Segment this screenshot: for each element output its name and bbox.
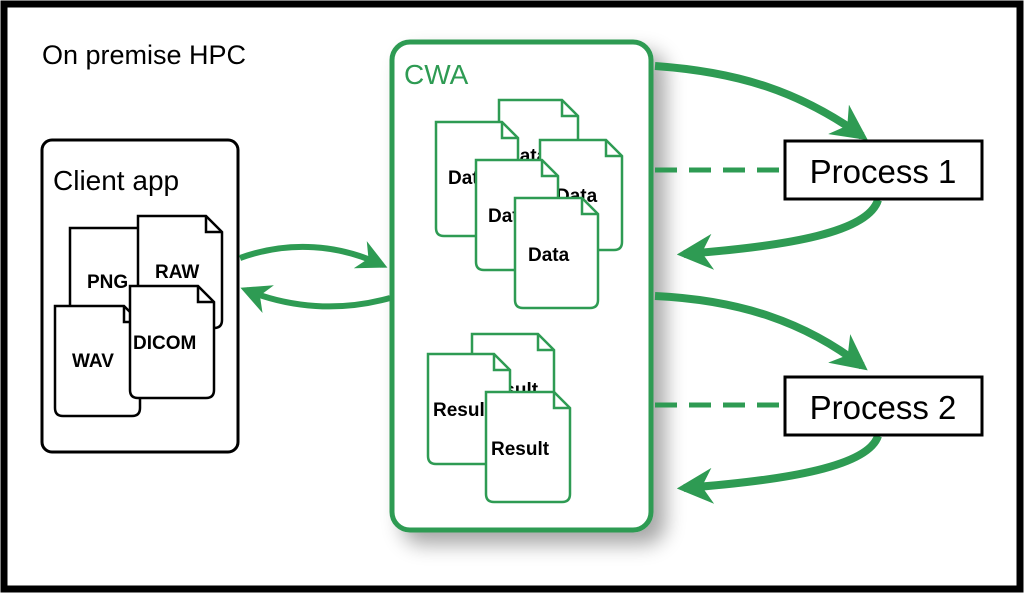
data-file-icon: Data bbox=[513, 196, 600, 310]
client-app-label: Client app bbox=[53, 165, 179, 196]
result-file-icon: Result bbox=[484, 390, 572, 504]
client-file-label: DICOM bbox=[133, 333, 196, 354]
process-1-box: Process 1 bbox=[783, 139, 984, 201]
client-file-icon: DICOM bbox=[128, 284, 216, 400]
client-file-label: PNG bbox=[87, 272, 128, 293]
result-file-label: Result bbox=[433, 400, 492, 421]
process1-to-cwa-arrow bbox=[676, 198, 882, 270]
cwa-to-process1-arrow bbox=[654, 62, 868, 141]
process-1-label: Process 1 bbox=[810, 153, 957, 190]
client-file-label: WAV bbox=[72, 351, 114, 372]
client-file-label: RAW bbox=[155, 262, 199, 283]
diagram-title: On premise HPC bbox=[42, 40, 246, 70]
cwa-label: CWA bbox=[404, 59, 469, 90]
data-file-label: Data bbox=[528, 245, 570, 266]
process-2-label: Process 2 bbox=[810, 389, 957, 426]
process-2-box: Process 2 bbox=[783, 375, 984, 437]
cwa-to-process2-arrow bbox=[654, 292, 868, 371]
process2-to-cwa-arrow bbox=[676, 434, 882, 504]
result-file-label: Result bbox=[491, 439, 550, 460]
client-to-cwa-arrow bbox=[238, 241, 388, 269]
cwa-to-client-arrow bbox=[240, 285, 391, 313]
client-file-icon: WAV bbox=[53, 304, 142, 418]
